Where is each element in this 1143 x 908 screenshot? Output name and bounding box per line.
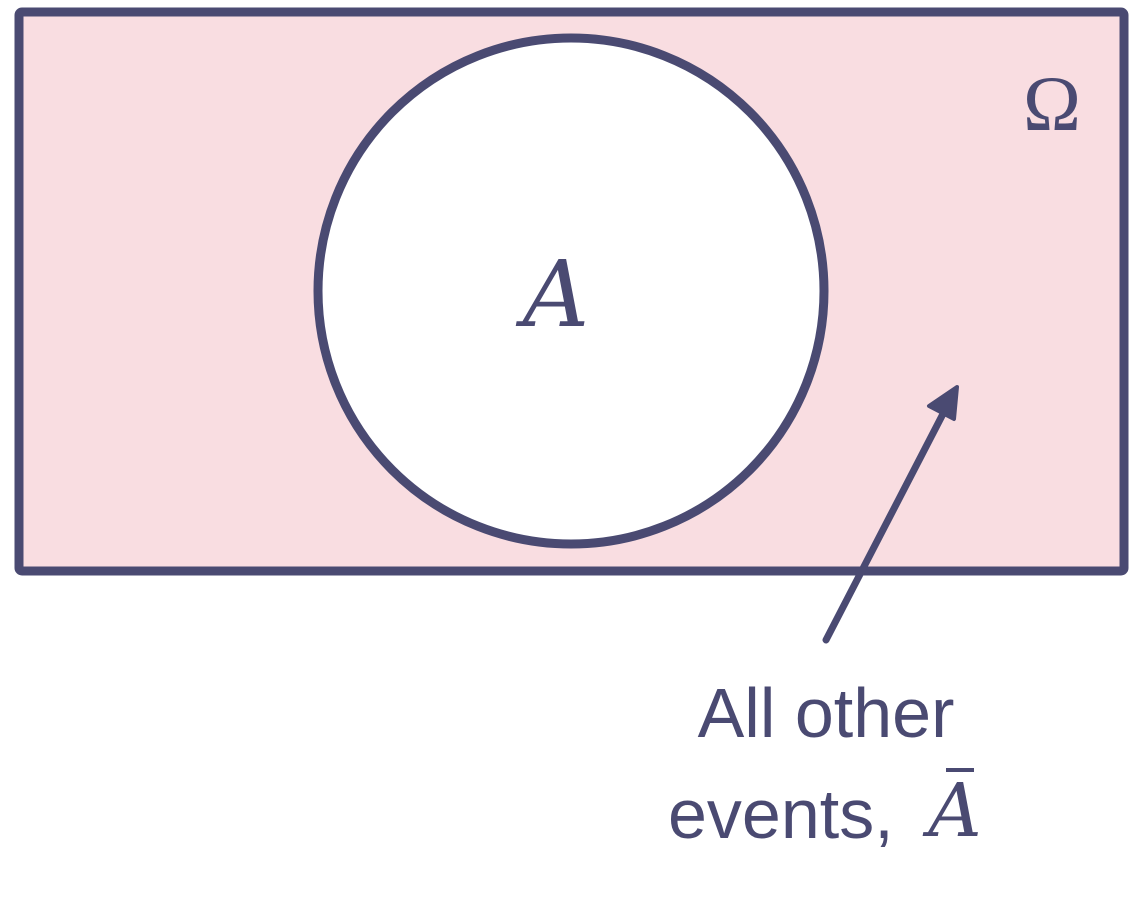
complement-caption-line1: All other xyxy=(698,674,955,752)
complement-arrow-head xyxy=(927,385,959,421)
complement-arrow-line xyxy=(822,406,949,644)
complement-caption-line2: events, xyxy=(668,775,894,853)
set-a-circle xyxy=(313,33,829,549)
complement-caption-line2-text: events, xyxy=(668,775,894,853)
universe-label: Ω xyxy=(1023,60,1081,147)
set-a-label: A xyxy=(515,241,589,348)
complement-symbol: A xyxy=(922,768,981,854)
